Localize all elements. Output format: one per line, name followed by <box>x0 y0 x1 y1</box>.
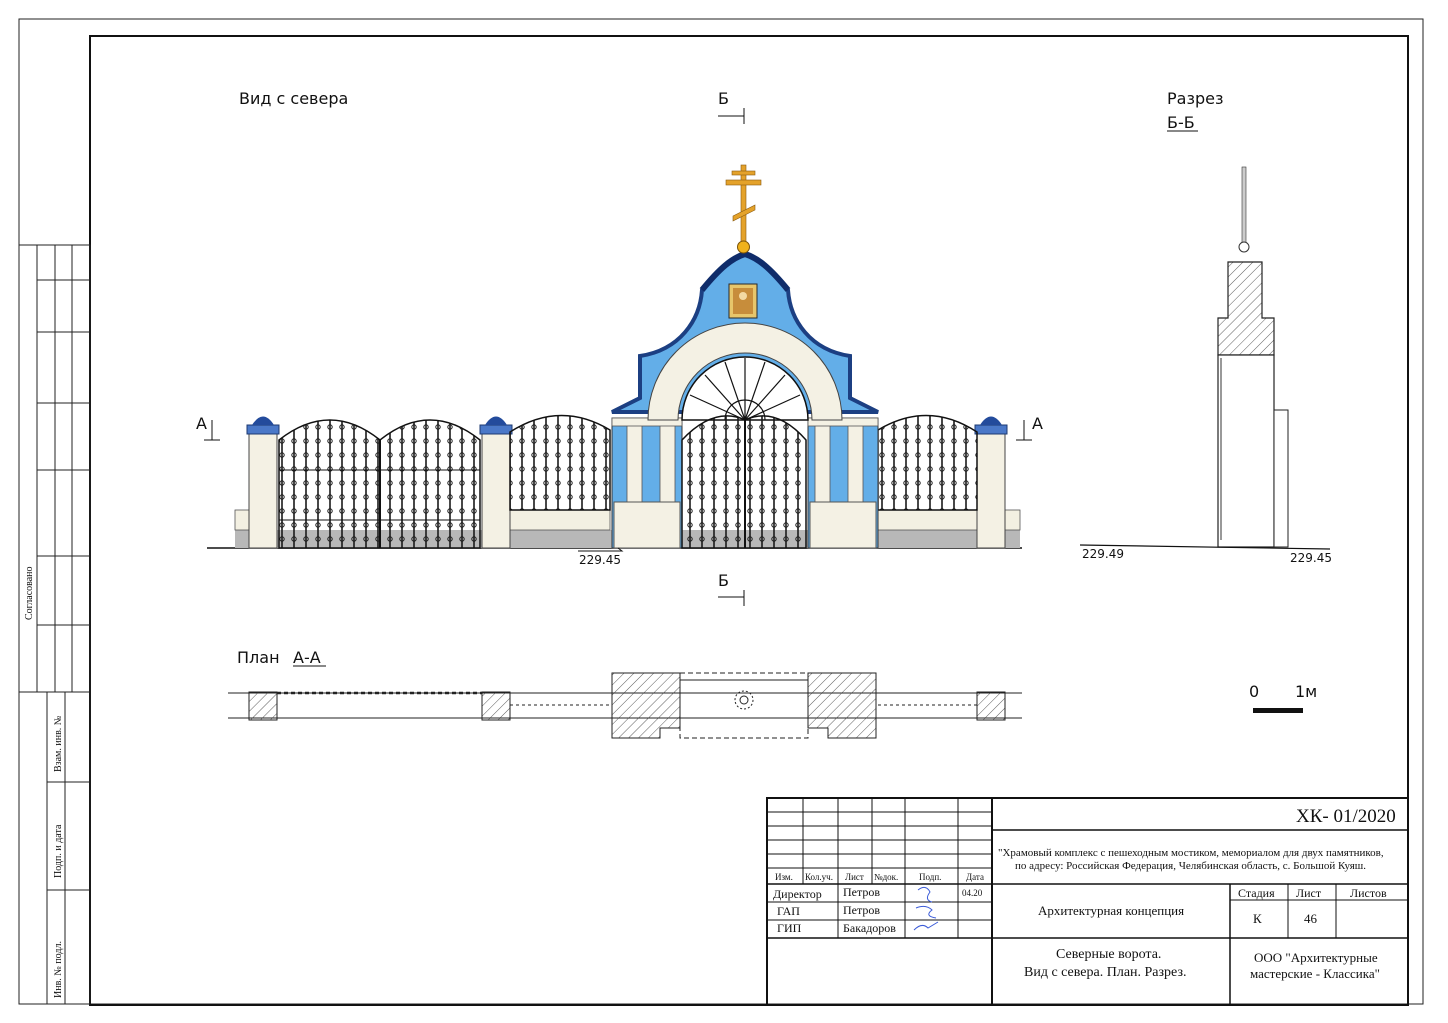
sheet-value: 46 <box>1304 911 1318 926</box>
hdr-podp: Подп. <box>919 872 941 882</box>
inv-label: Инв. № подл. <box>53 941 64 998</box>
scale-one: 1м <box>1295 682 1317 701</box>
iron-fence-mid-left <box>509 414 611 511</box>
hdr-data: Дата <box>966 872 984 882</box>
project-line-1: "Храмовый комплекс с пешеходным мостиком… <box>998 847 1384 859</box>
cut-a-right: А <box>1032 414 1043 433</box>
pillar-center-left <box>479 416 513 549</box>
drawing-line-1: Северные ворота. <box>1056 947 1161 962</box>
plan-sub: А-А <box>293 648 321 667</box>
podp-label: Подп. и дата <box>53 824 64 878</box>
org-line-2: мастерские - Классика" <box>1250 966 1380 981</box>
agreed-label: Согласовано <box>24 566 35 620</box>
cut-b-top: Б <box>718 89 729 108</box>
plan-drawing <box>228 672 1022 739</box>
scale-bar <box>1253 708 1303 713</box>
hdr-list: Лист <box>845 872 864 882</box>
name-1: Петров <box>843 903 880 917</box>
iron-gate-left <box>278 419 481 549</box>
section-title: Разрез <box>1167 89 1223 108</box>
stage-value: К <box>1253 911 1262 926</box>
cut-a-right-mark <box>1016 420 1032 441</box>
title-block <box>766 797 1409 1006</box>
wall-mid-left <box>509 509 611 531</box>
name-0: Петров <box>843 885 880 899</box>
stage-label: Архитектурная концепция <box>1038 903 1184 918</box>
elevation-section-right: 229.45 <box>1290 551 1332 565</box>
role-2: ГИП <box>777 921 802 935</box>
vzam-label: Взам. инв. № <box>53 716 64 772</box>
north-view-title: Вид с севера <box>239 89 348 108</box>
section-profile <box>1217 166 1289 548</box>
iron-fence-mid-right <box>877 414 978 511</box>
hdr-ndoc: №док. <box>874 872 898 882</box>
cut-b-bottom: Б <box>718 571 729 590</box>
scale-zero: 0 <box>1249 682 1259 701</box>
col-sheets: Листов <box>1350 886 1387 900</box>
section-sub: Б-Б <box>1167 113 1195 132</box>
arch-band <box>647 322 843 421</box>
pillar-left <box>246 416 280 549</box>
doc-code: ХК- 01/2020 <box>1296 806 1396 827</box>
cut-a-left-mark <box>204 420 220 441</box>
side-stamp <box>18 244 91 1005</box>
date-0: 04.20 <box>962 888 983 898</box>
plan-title: План <box>237 648 280 667</box>
elevation-section-left: 229.49 <box>1082 547 1124 561</box>
col-sheet: Лист <box>1296 886 1322 900</box>
col-stage: Стадия <box>1238 886 1275 900</box>
elevation-facade: 229.45 <box>579 553 621 567</box>
hdr-kol: Кол.уч. <box>805 872 833 882</box>
org-line-1: ООО "Архитектурные <box>1254 950 1378 965</box>
project-line-2: по адресу: Российская Федерация, Челябин… <box>1015 860 1366 872</box>
pillar-right <box>974 416 1008 549</box>
cut-b-top-mark <box>718 108 745 124</box>
cut-b-bottom-mark <box>718 590 745 606</box>
cut-a-left: А <box>196 414 207 433</box>
wall-mid-right <box>877 509 979 531</box>
elevation-facade-mark <box>578 547 624 552</box>
role-1: ГАП <box>777 904 800 918</box>
drawing-line-2: Вид с севера. План. Разрез. <box>1024 965 1186 980</box>
cross-icon <box>725 164 762 254</box>
hdr-izm: Изм. <box>775 872 793 882</box>
arch-gate <box>611 164 879 549</box>
wall-right <box>1003 509 1021 531</box>
role-0: Директор <box>773 887 822 901</box>
signature-marks <box>913 886 939 931</box>
name-2: Бакадоров <box>843 921 896 935</box>
section-ground <box>1079 544 1331 550</box>
